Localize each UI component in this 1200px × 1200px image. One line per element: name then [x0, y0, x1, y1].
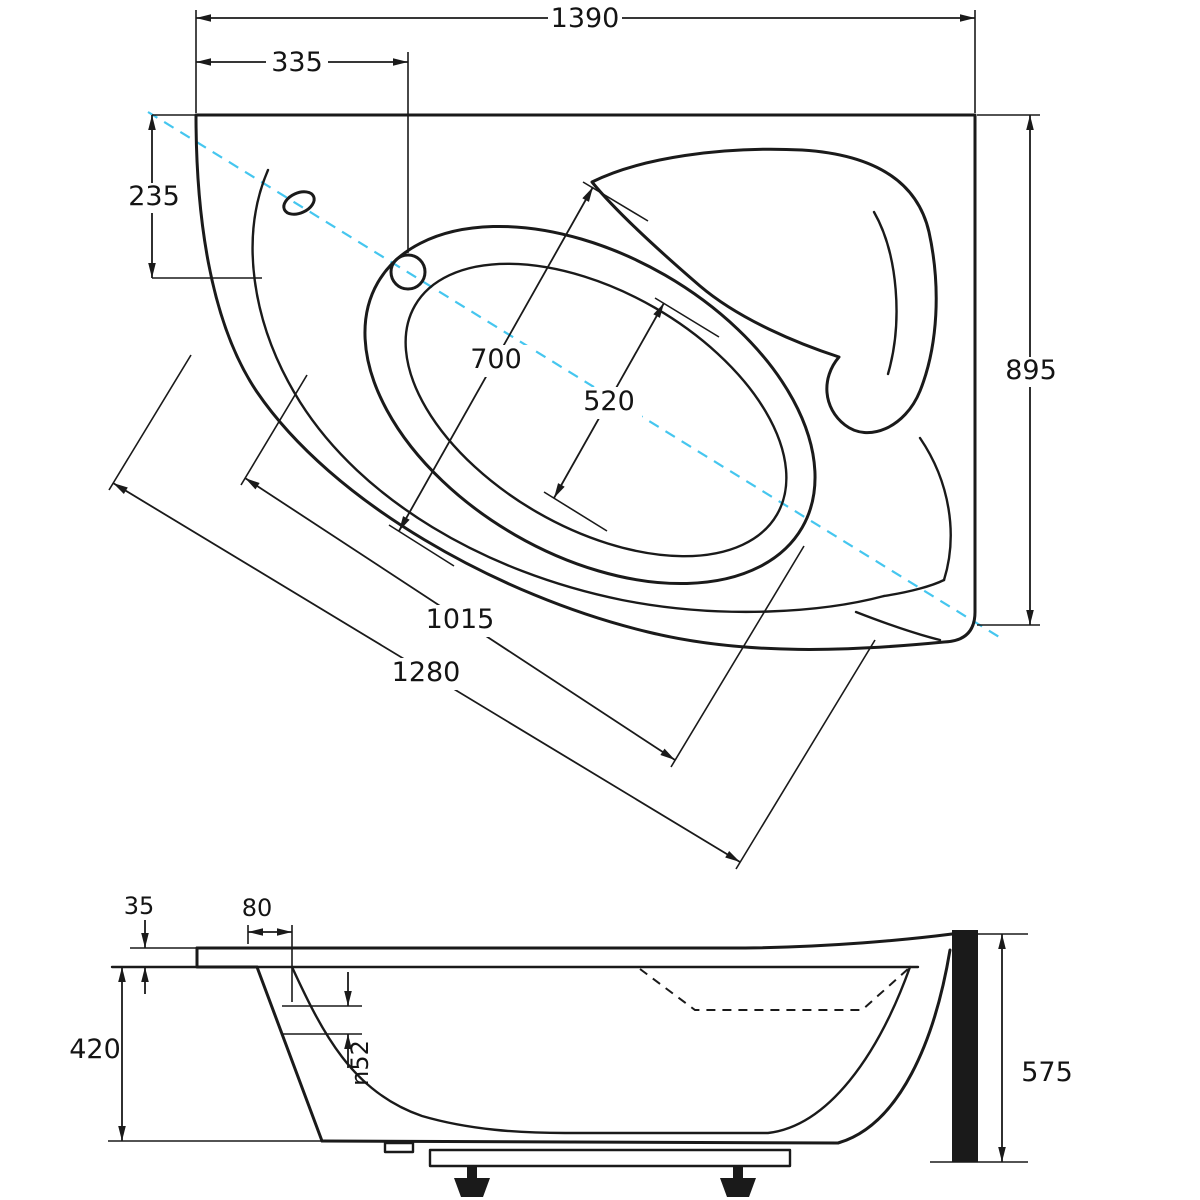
extension-line	[388, 524, 455, 567]
dim-rim-thickness: 35	[124, 892, 197, 994]
foot-base-right	[720, 1178, 756, 1197]
foot-bolt-right	[733, 1166, 743, 1178]
corner-shelf-arc-outer	[918, 436, 952, 582]
dim-shell-height: 420	[69, 967, 322, 1142]
label-mask	[461, 345, 531, 377]
corner-shelf-arc-join	[882, 578, 946, 598]
drain-fitting	[383, 1141, 415, 1154]
dim-label-895: 895	[1005, 355, 1057, 386]
extension-line	[670, 545, 805, 768]
seat-contour-dashed	[639, 968, 909, 1011]
overflow-hole-oval	[282, 190, 316, 216]
apron-panel	[952, 930, 978, 1162]
extension-line	[654, 297, 720, 338]
label-mask	[1001, 357, 1061, 387]
dim-label-520: 520	[583, 386, 635, 417]
side-view: 35 80 420 n52 575	[69, 892, 1073, 1197]
rim-left-lip	[195, 946, 259, 969]
base-frame-channel	[428, 1148, 792, 1168]
headrest-outline	[590, 147, 938, 435]
dim-label-n52: n52	[346, 1040, 374, 1086]
foot-bolt-left	[467, 1166, 477, 1178]
top-view: 1390 335 235 895	[108, 3, 1061, 870]
dim-basin-width: 520	[543, 297, 720, 532]
dim-label-420: 420	[69, 1034, 121, 1065]
dim-overall-depth: 895	[977, 114, 1061, 626]
label-mask	[126, 183, 182, 213]
dim-label-335: 335	[271, 47, 323, 78]
left-wall-outer	[255, 965, 324, 1143]
dim-label-700: 700	[470, 344, 522, 375]
label-mask	[385, 658, 467, 690]
symmetry-axis-line	[147, 111, 1005, 641]
headrest-inner-line	[872, 210, 898, 376]
dim-label-1015: 1015	[426, 604, 495, 635]
extension-line	[240, 374, 308, 486]
dim-corner-offset: 235	[126, 114, 262, 279]
extension-line	[543, 491, 608, 532]
dim-outer-diagonal: 1280	[108, 354, 876, 870]
label-mask	[266, 48, 328, 78]
extension-line	[735, 639, 876, 870]
label-mask	[576, 387, 642, 419]
dim-label-1280: 1280	[392, 657, 461, 688]
rim-top-line	[195, 932, 954, 950]
dim-drain-diameter: n52	[344, 972, 374, 1086]
extension-line	[108, 354, 192, 491]
dim-rim-width: 80	[242, 894, 293, 1002]
corner-shelf-arc-inner	[854, 610, 942, 642]
dim-tap-offset: 335	[196, 47, 409, 253]
foot-base-left	[454, 1178, 490, 1197]
extension-line	[582, 181, 649, 222]
label-mask	[548, 4, 622, 34]
dim-basin-length: 700	[388, 181, 649, 567]
dim-label-575: 575	[1021, 1057, 1073, 1088]
dim-total-height: 575	[978, 933, 1073, 1162]
basin-inner-profile	[290, 965, 912, 1135]
right-wall-outer	[836, 948, 952, 1145]
dim-label-35: 35	[124, 892, 155, 920]
dim-label-1390: 1390	[551, 3, 620, 34]
dim-label-80: 80	[242, 894, 273, 922]
dim-label-235: 235	[128, 181, 180, 212]
dim-overall-width: 1390	[195, 3, 976, 113]
bottom-outer	[320, 1139, 840, 1145]
